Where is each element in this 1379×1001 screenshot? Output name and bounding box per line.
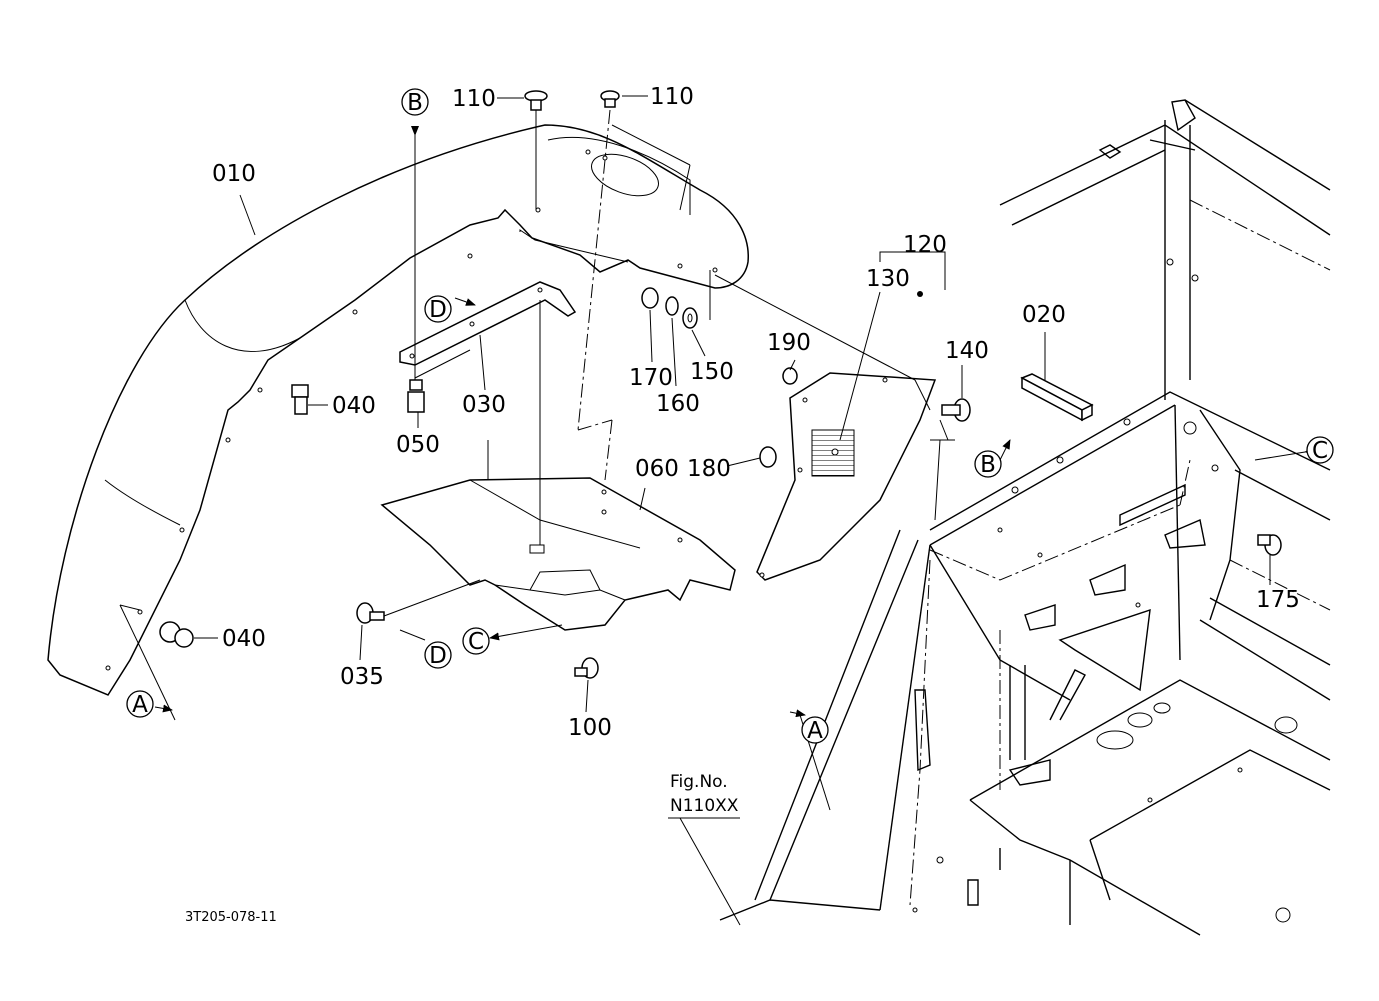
callout-050: 050 bbox=[396, 432, 440, 458]
bolt-part-100 bbox=[574, 657, 599, 679]
callout-040-upper: 040 bbox=[332, 393, 376, 419]
svg-text:B: B bbox=[980, 452, 996, 478]
bolt-part-110-left bbox=[524, 90, 548, 111]
callout-100: 100 bbox=[568, 715, 612, 741]
nut-part-190 bbox=[782, 367, 798, 385]
reference-marker-a-left: A bbox=[126, 690, 154, 718]
svg-text:C: C bbox=[468, 629, 484, 655]
callout-030: 030 bbox=[462, 392, 506, 418]
nut-part-040-lower bbox=[159, 621, 194, 648]
part-callouts: 010 110 110 120 130 020 140 190 040 030 … bbox=[212, 84, 1300, 741]
washers-170-160-150 bbox=[641, 287, 698, 329]
callout-190: 190 bbox=[767, 330, 811, 356]
reference-marker-c-right: C bbox=[1306, 436, 1334, 464]
callout-180: 180 bbox=[687, 456, 731, 482]
callout-035: 035 bbox=[340, 664, 384, 690]
callout-060: 060 bbox=[635, 456, 679, 482]
diagram-id: 3T205-078-11 bbox=[185, 910, 277, 925]
reference-marker-b-top: B bbox=[401, 88, 429, 116]
reference-marker-d-bottom: D bbox=[424, 641, 452, 669]
callout-175: 175 bbox=[1256, 587, 1300, 613]
callout-170: 170 bbox=[629, 365, 673, 391]
callout-130: 130 bbox=[866, 266, 910, 292]
bolt-part-110-right bbox=[600, 90, 620, 108]
callout-140: 140 bbox=[945, 338, 989, 364]
nut-part-040-upper bbox=[291, 384, 309, 415]
bolt-part-175 bbox=[1257, 534, 1282, 556]
svg-text:B: B bbox=[407, 90, 423, 116]
fig-ref-line1: Fig.No. bbox=[670, 772, 728, 792]
nut-part-130-pin bbox=[917, 291, 923, 297]
nut-part-180 bbox=[759, 446, 777, 468]
reference-marker-b-right: B bbox=[974, 450, 1002, 478]
svg-text:C: C bbox=[1312, 438, 1328, 464]
bar-part-020 bbox=[1020, 373, 1094, 422]
callout-040-lower: 040 bbox=[222, 626, 266, 652]
reference-marker-c-bottom: C bbox=[462, 627, 490, 655]
svg-text:D: D bbox=[429, 297, 447, 323]
callout-160: 160 bbox=[656, 391, 700, 417]
bracket-part-030 bbox=[399, 281, 577, 379]
callout-020: 020 bbox=[1022, 302, 1066, 328]
svg-text:A: A bbox=[132, 692, 148, 718]
tractor-frame bbox=[719, 99, 1331, 936]
callout-110-left: 110 bbox=[452, 86, 496, 112]
svg-text:A: A bbox=[807, 718, 823, 744]
leader-lines bbox=[119, 95, 1315, 926]
reference-marker-d-top: D bbox=[424, 295, 452, 323]
fender-part-010 bbox=[47, 124, 749, 696]
bolt-part-035 bbox=[356, 602, 385, 624]
fig-ref-line2: N110XX bbox=[670, 796, 739, 816]
plate-part-120 bbox=[756, 372, 937, 581]
figure-reference: Fig.No. N110XX bbox=[670, 772, 739, 816]
svg-text:D: D bbox=[429, 643, 447, 669]
callout-150: 150 bbox=[690, 359, 734, 385]
bolt-part-050 bbox=[407, 379, 425, 413]
callout-120: 120 bbox=[903, 232, 947, 258]
callout-010: 010 bbox=[212, 161, 256, 187]
callout-110-right: 110 bbox=[650, 84, 694, 110]
bolt-part-140 bbox=[941, 398, 971, 422]
cover-part-060 bbox=[380, 477, 736, 631]
reference-marker-a-right: A bbox=[801, 716, 829, 744]
